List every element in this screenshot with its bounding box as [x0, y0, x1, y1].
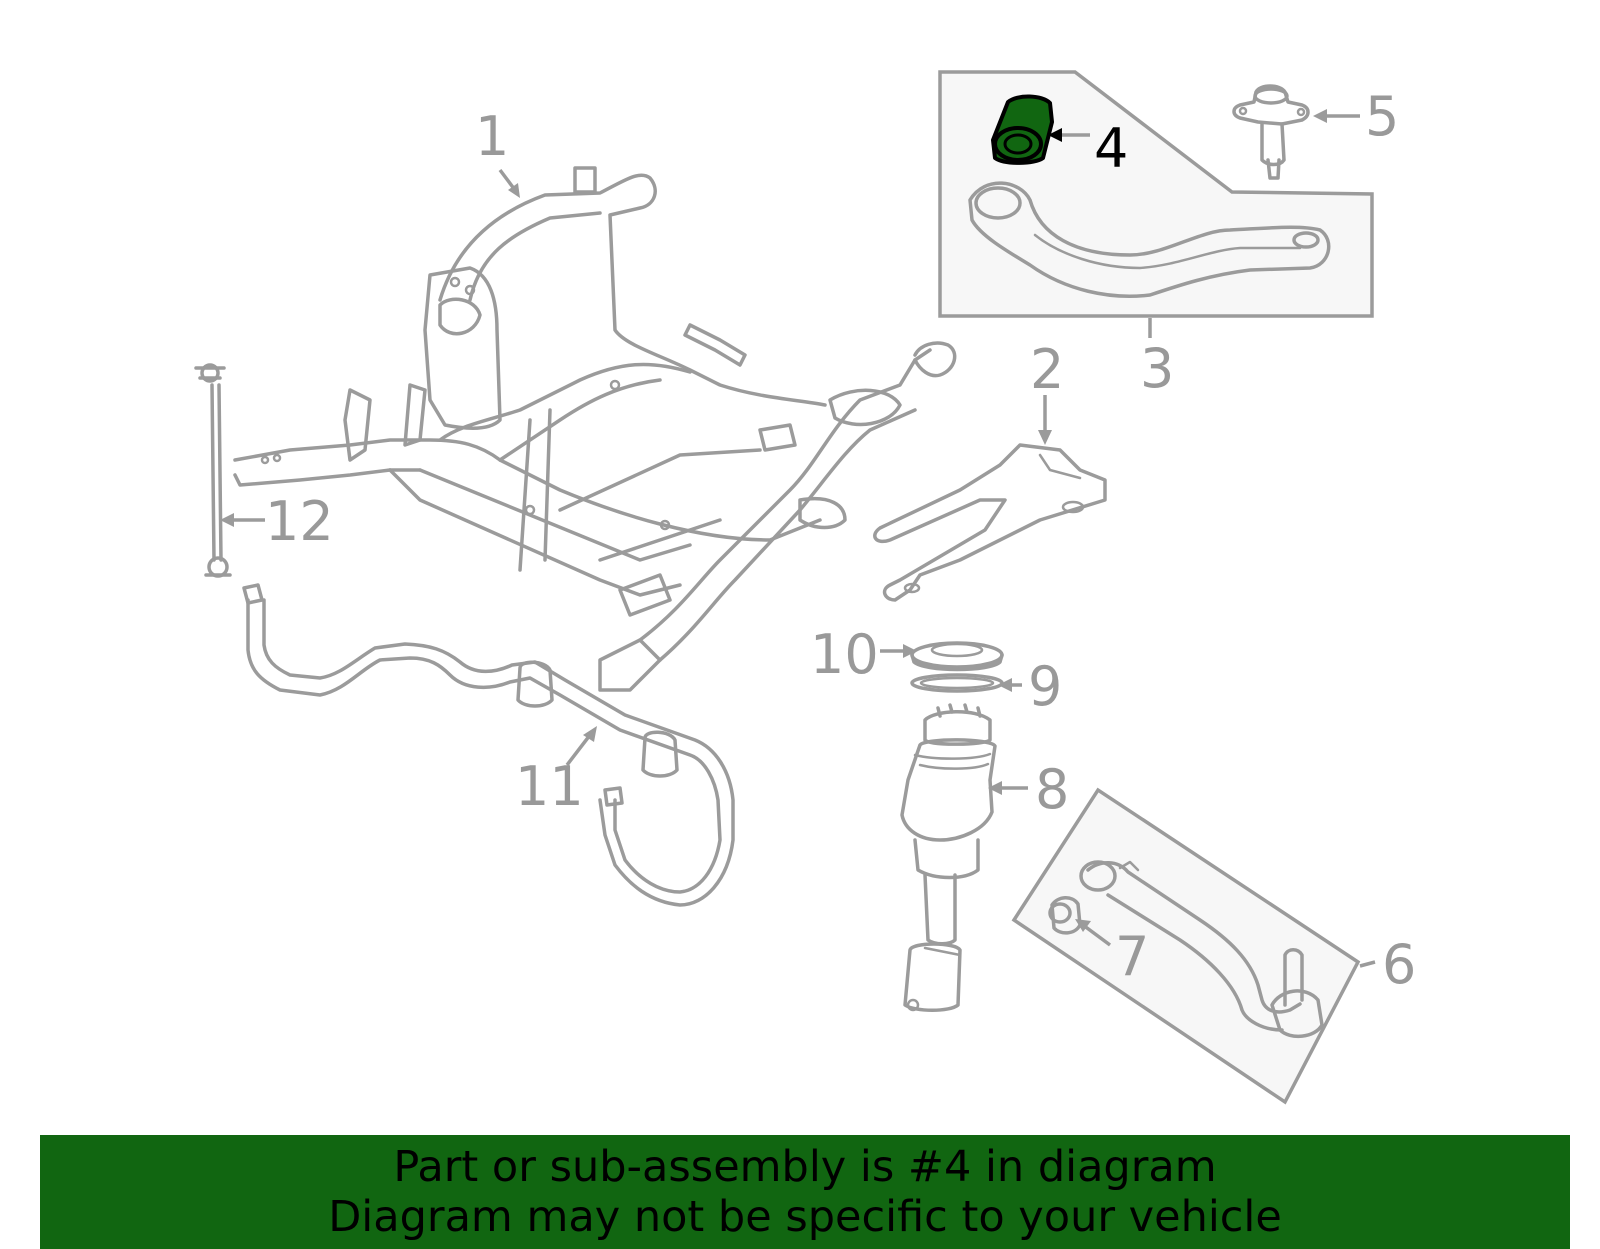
banner-line-2: Diagram may not be specific to your vehi…	[328, 1192, 1282, 1242]
part-4-bushing[interactable]	[991, 94, 1054, 165]
label-4: 4	[1094, 117, 1128, 180]
part-2-plate[interactable]	[873, 443, 1107, 602]
label-11: 11	[515, 755, 584, 818]
part-8-air-strut[interactable]	[900, 703, 997, 1012]
label-3: 3	[1140, 337, 1174, 400]
label-12: 12	[265, 490, 334, 553]
label-1: 1	[475, 105, 509, 168]
part-9-seal[interactable]	[910, 673, 1004, 693]
part-1-subframe[interactable]	[233, 166, 957, 692]
part-12-stabilizer-link[interactable]	[194, 363, 232, 578]
label-8: 8	[1035, 758, 1069, 821]
part-10-mount[interactable]	[910, 641, 1004, 672]
callout-arrows	[220, 109, 1376, 968]
label-9: 9	[1028, 655, 1062, 718]
label-2: 2	[1030, 338, 1064, 401]
info-banner: Part or sub-assembly is #4 in diagram Di…	[40, 1135, 1570, 1249]
part-11-stabilizer-bar[interactable]	[242, 583, 735, 907]
label-10: 10	[810, 623, 879, 686]
part-6-box[interactable]	[1011, 787, 1361, 1105]
part-5-ball-joint[interactable]	[1232, 84, 1310, 180]
label-6: 6	[1382, 933, 1416, 996]
label-5: 5	[1365, 85, 1399, 148]
label-7: 7	[1115, 925, 1149, 988]
banner-line-1: Part or sub-assembly is #4 in diagram	[393, 1142, 1217, 1192]
